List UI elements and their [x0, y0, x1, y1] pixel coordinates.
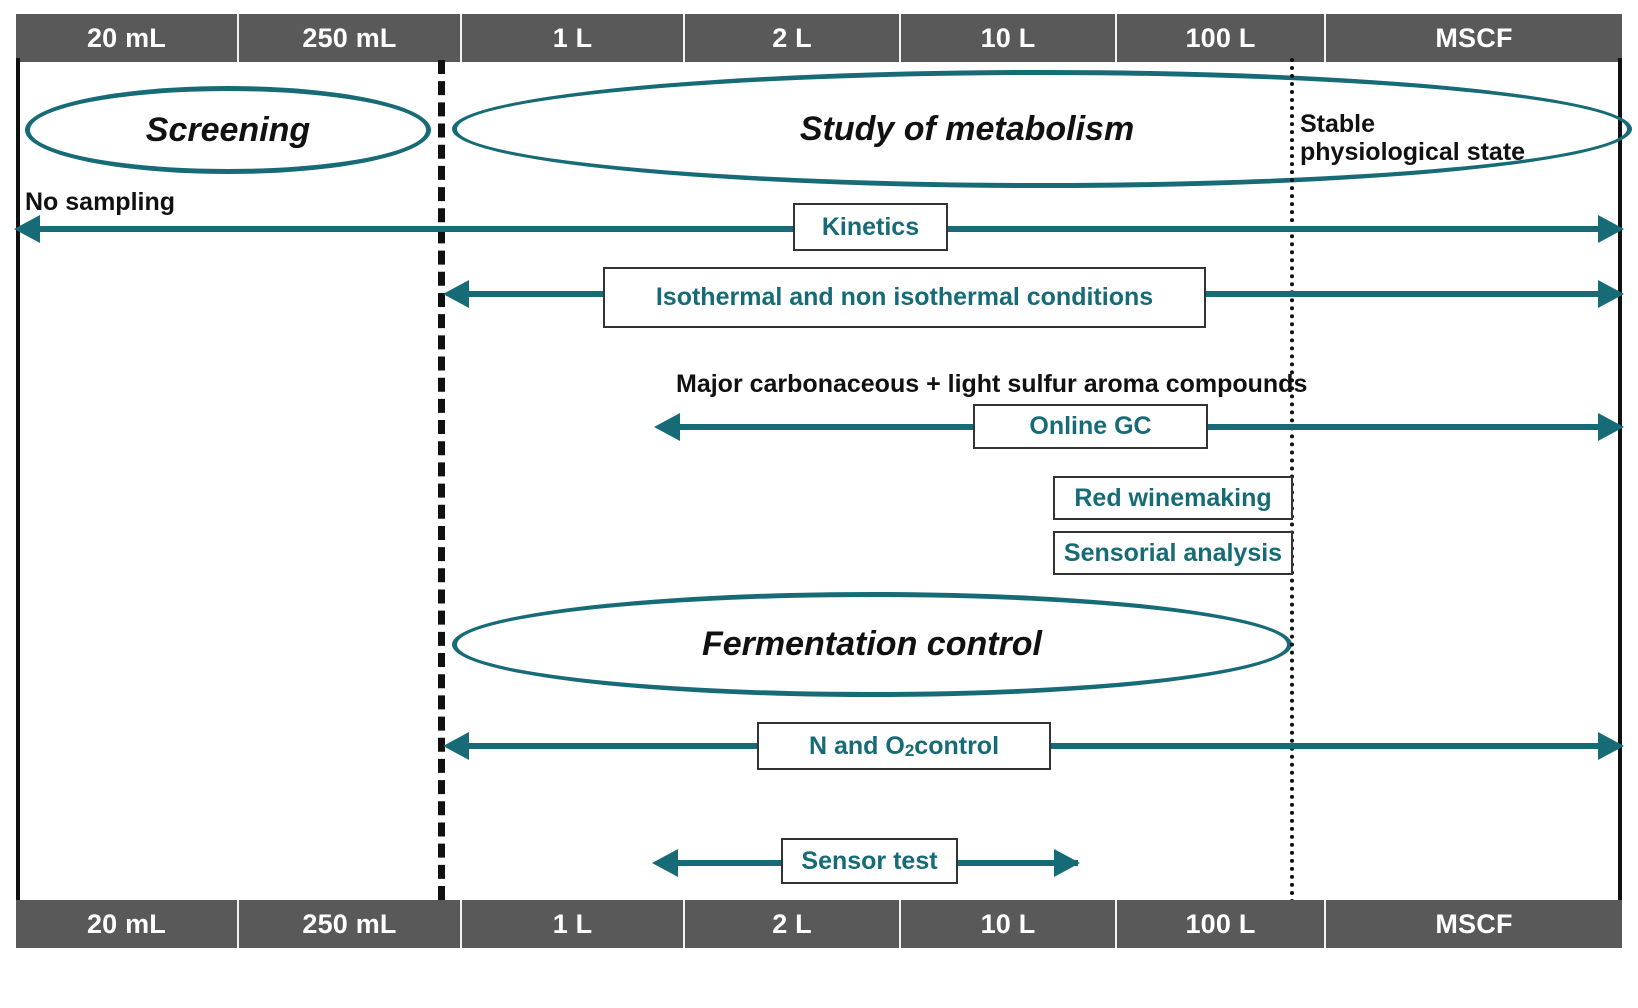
scale-cell-10l-bottom: 10 L [901, 900, 1117, 948]
arrow-head-left-online-gc [654, 413, 680, 441]
annotation-major-compounds: Major carbonaceous + light sulfur aroma … [676, 370, 1308, 398]
arrow-head-left-n-o2-control [443, 732, 469, 760]
scale-cell-2l-top: 2 L [685, 14, 901, 62]
arrow-head-left-isothermal [443, 280, 469, 308]
activity-label-n-o2-subscript: 2 [904, 741, 915, 761]
scale-cell-10l-top: 10 L [901, 14, 1117, 62]
phase-label-study-of-metabolism: Study of metabolism [799, 109, 1135, 148]
arrow-head-left-kinetics [14, 215, 40, 243]
arrow-head-right-n-o2-control [1598, 732, 1624, 760]
activity-box-red-winemaking[interactable]: Red winemaking [1053, 476, 1293, 520]
scale-cell-250ml-bottom: 250 mL [239, 900, 462, 948]
activity-box-online-gc[interactable]: Online GC [973, 404, 1208, 449]
scale-axis-top: 20 mL 250 mL 1 L 2 L 10 L 100 L MSCF [16, 14, 1622, 62]
arrow-head-right-sensor-test [1054, 849, 1080, 877]
scale-cell-100l-top: 100 L [1117, 14, 1326, 62]
scale-cell-1l-bottom: 1 L [462, 900, 685, 948]
scale-cell-mscf-top: MSCF [1435, 22, 1513, 53]
scale-cell-2l-bottom: 2 L [685, 900, 901, 948]
phase-label-screening: Screening [145, 110, 311, 149]
diagram-frame [16, 58, 1622, 904]
scale-cell-1l-top: 1 L [462, 14, 685, 62]
scale-cell-mscf-bottom: MSCF [1435, 908, 1513, 939]
scale-cell-250ml-top: 250 mL [239, 14, 462, 62]
activity-box-isothermal-conditions[interactable]: Isothermal and non isothermal conditions [603, 267, 1206, 328]
arrow-head-left-sensor-test [652, 849, 678, 877]
phase-ellipse-screening: Screening [25, 86, 431, 174]
annotation-stable-physiological-state: Stable physiological state [1300, 110, 1526, 166]
activity-box-sensorial-analysis[interactable]: Sensorial analysis [1053, 531, 1293, 575]
phase-label-fermentation-control: Fermentation control [701, 625, 1043, 663]
scale-cell-100l-bottom: 100 L [1117, 900, 1326, 948]
activity-box-sensor-test[interactable]: Sensor test [781, 838, 958, 884]
activity-box-kinetics[interactable]: Kinetics [793, 203, 948, 251]
scale-axis-bottom: 20 mL 250 mL 1 L 2 L 10 L 100 L MSCF [16, 900, 1622, 948]
arrow-head-right-online-gc [1598, 413, 1624, 441]
activity-label-n-o2-prefix: N and O [808, 731, 905, 760]
phase-ellipse-study-of-metabolism: Study of metabolism [452, 70, 1632, 188]
activity-label-n-o2-suffix: control [914, 731, 1000, 760]
arrow-head-right-isothermal [1598, 280, 1624, 308]
phase-ellipse-fermentation-control: Fermentation control [452, 592, 1292, 697]
annotation-no-sampling: No sampling [25, 188, 176, 216]
scale-cell-20ml-bottom: 20 mL [16, 900, 239, 948]
separator-dashed-screening-boundary [438, 60, 445, 900]
arrow-head-right-kinetics [1598, 215, 1624, 243]
scale-cell-20ml-top: 20 mL [16, 14, 239, 62]
